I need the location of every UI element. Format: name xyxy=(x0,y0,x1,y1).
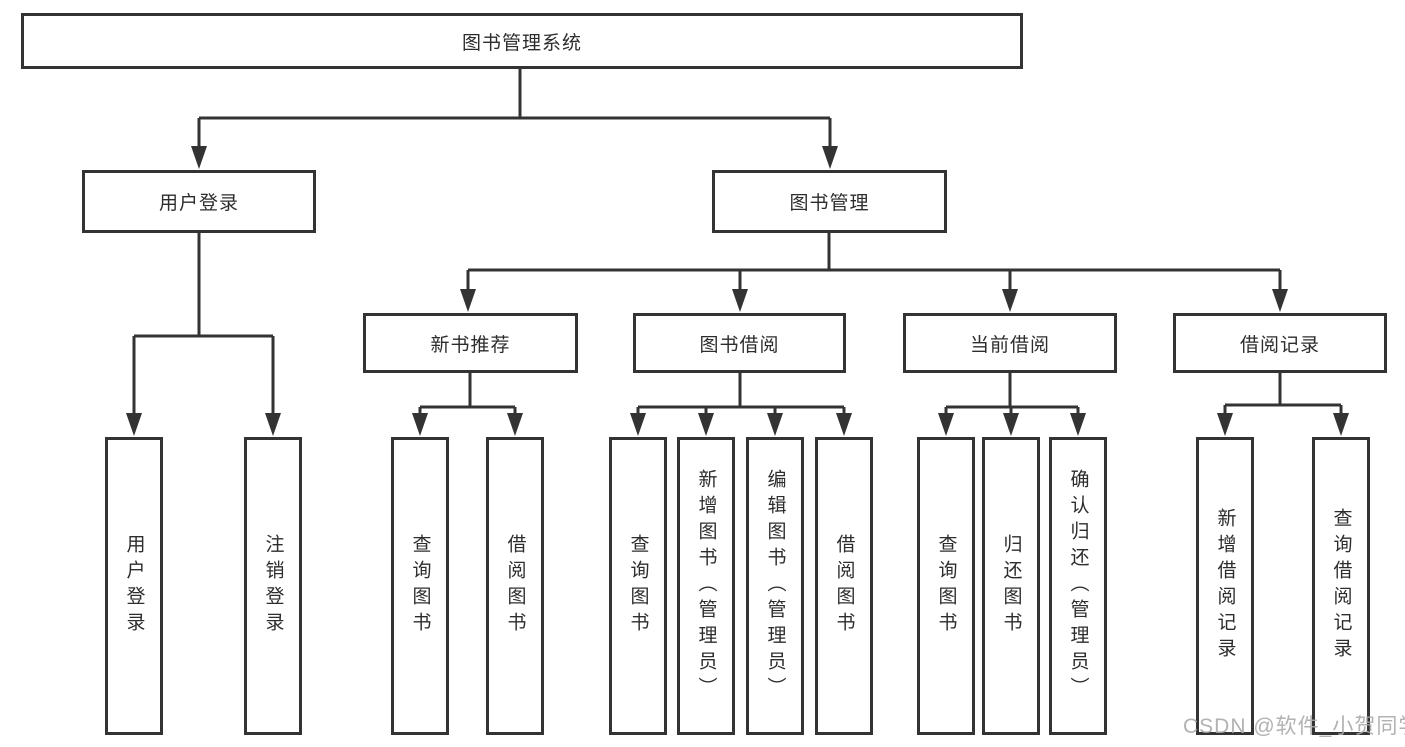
leaf-edit-book-admin: 编辑图书（管理员） xyxy=(746,437,804,735)
node-label: 用户登录 xyxy=(158,193,239,214)
arrow-down-icon xyxy=(1272,289,1288,312)
arrow-down-icon xyxy=(1070,413,1086,436)
node-label: 图书管理 xyxy=(789,193,870,214)
leaf-return-books: 归还图书 xyxy=(982,437,1040,735)
node-label: 借阅图书 xyxy=(833,534,855,638)
arrow-down-icon xyxy=(191,146,207,169)
leaf-borrow-books: 借阅图书 xyxy=(815,437,873,735)
node-borrow-records: 借阅记录 xyxy=(1173,313,1387,373)
node-label: 新书推荐 xyxy=(430,334,511,356)
arrow-down-icon xyxy=(507,413,523,436)
csdn-watermark: CSDN @软件_小贺同学 xyxy=(1183,715,1405,738)
node-label: 图书借阅 xyxy=(699,334,780,356)
node-label: 查询图书 xyxy=(627,534,649,638)
node-system-root: 图书管理系统 xyxy=(21,13,1023,69)
leaf-query-books: 查询图书 xyxy=(609,437,667,735)
arrow-down-icon xyxy=(1003,413,1019,436)
node-label: 归还图书 xyxy=(1000,534,1022,638)
node-label: 注销登录 xyxy=(262,534,284,638)
node-user-login: 用户登录 xyxy=(82,170,316,233)
leaf-query-borrow-record: 查询借阅记录 xyxy=(1312,437,1370,735)
node-label: 图书管理系统 xyxy=(461,32,582,54)
leaf-user-login: 用户登录 xyxy=(105,437,163,735)
node-label: 当前借阅 xyxy=(969,334,1050,356)
node-label: 查询图书 xyxy=(409,534,431,638)
node-current-borrow: 当前借阅 xyxy=(903,313,1117,373)
node-label: 查询借阅记录 xyxy=(1330,508,1352,664)
arrow-down-icon xyxy=(265,413,281,436)
arrow-down-icon xyxy=(460,289,476,312)
node-label: 编辑图书（管理员） xyxy=(764,469,786,703)
node-new-book-recommend: 新书推荐 xyxy=(363,313,578,373)
arrow-down-icon xyxy=(1002,289,1018,312)
arrow-down-icon xyxy=(412,413,428,436)
node-label: 确认归还（管理员） xyxy=(1067,469,1089,703)
node-label: 用户登录 xyxy=(123,534,145,638)
node-label: 借阅记录 xyxy=(1239,334,1320,356)
leaf-confirm-return-admin: 确认归还（管理员） xyxy=(1049,437,1107,735)
leaf-add-book-admin: 新增图书（管理员） xyxy=(677,437,735,735)
node-book-management: 图书管理 xyxy=(712,170,947,233)
arrow-down-icon xyxy=(126,413,142,436)
node-label: 查询图书 xyxy=(935,534,957,638)
arrow-down-icon xyxy=(1333,413,1349,436)
arrow-down-icon xyxy=(767,413,783,436)
node-book-borrow: 图书借阅 xyxy=(633,313,846,373)
leaf-logout: 注销登录 xyxy=(244,437,302,735)
arrow-down-icon xyxy=(822,146,838,169)
node-label: 新增借阅记录 xyxy=(1214,508,1236,664)
arrow-down-icon xyxy=(630,413,646,436)
arrowheads xyxy=(126,146,1349,436)
leaf-borrow-books: 借阅图书 xyxy=(486,437,544,735)
leaf-add-borrow-record: 新增借阅记录 xyxy=(1196,437,1254,735)
arrow-down-icon xyxy=(698,413,714,436)
arrow-down-icon xyxy=(836,413,852,436)
node-label: 借阅图书 xyxy=(504,534,526,638)
arrow-down-icon xyxy=(1217,413,1233,436)
arrow-down-icon xyxy=(938,413,954,436)
arrow-down-icon xyxy=(732,289,748,312)
leaf-query-books: 查询图书 xyxy=(391,437,449,735)
node-label: 新增图书（管理员） xyxy=(695,469,717,703)
leaf-query-books: 查询图书 xyxy=(917,437,975,735)
